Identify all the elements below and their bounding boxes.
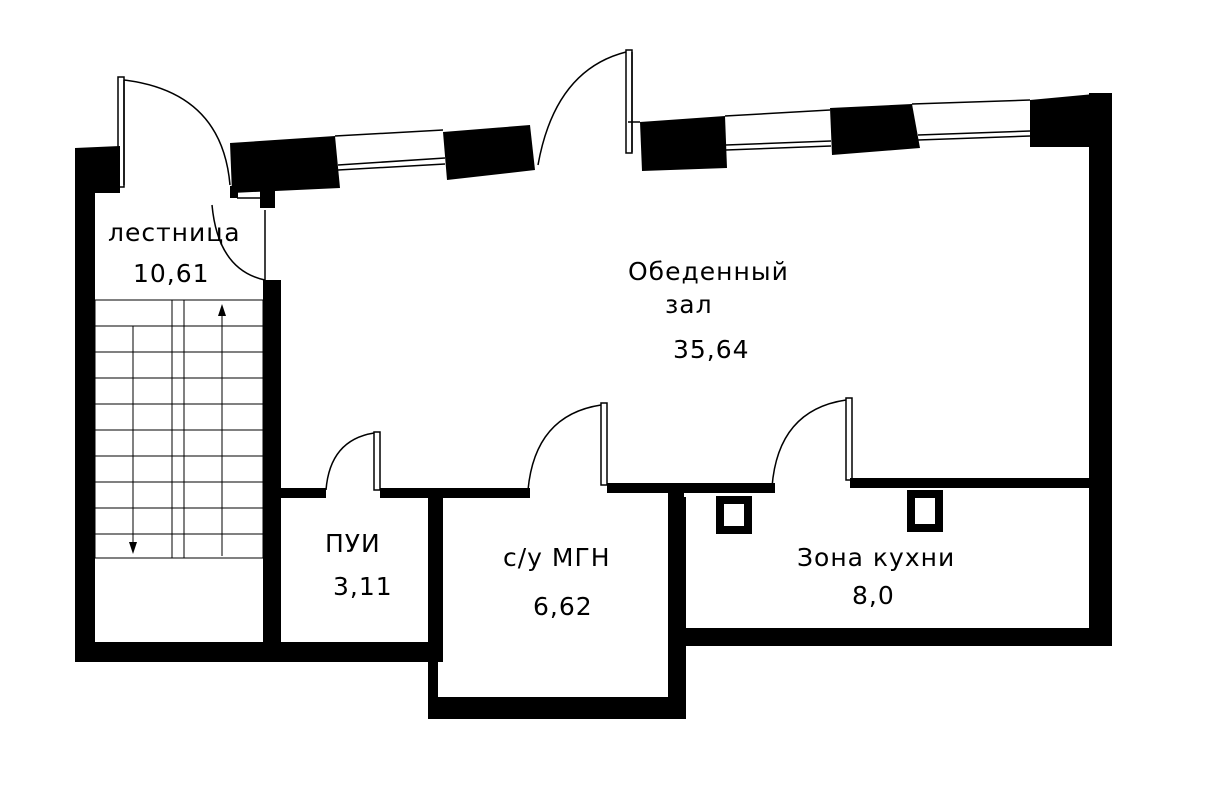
dining-area: 35,64 <box>673 335 750 364</box>
stair-arrows <box>129 304 226 554</box>
stair-area: 10,61 <box>133 259 210 288</box>
wc-area: 6,62 <box>533 592 593 621</box>
kitchen-name: Зона кухни <box>797 543 955 572</box>
entrance-door-right <box>537 49 633 166</box>
staircase <box>94 299 264 559</box>
stair-name: лестница <box>108 218 241 247</box>
door-wc <box>527 402 608 491</box>
outer-walls <box>75 93 1112 719</box>
interior-walls <box>230 186 1090 662</box>
wall-piers <box>230 104 920 208</box>
windows <box>334 99 1031 171</box>
kitchen-area: 8,0 <box>852 581 895 610</box>
pui-area: 3,11 <box>333 572 393 601</box>
wc-name: с/у МГН <box>503 543 611 572</box>
room-labels: лестница 10,61 Обеденный зал 35,64 ПУИ 3… <box>108 218 955 621</box>
arrow-up-icon <box>218 304 226 316</box>
door-pui <box>325 431 381 491</box>
entrance-door-left <box>117 76 231 188</box>
arrow-down-icon <box>129 542 137 554</box>
ventilation-shafts <box>716 490 943 534</box>
door-stair <box>211 197 275 281</box>
door-kitchen <box>771 397 853 488</box>
dining-name-line2: зал <box>665 290 713 319</box>
dining-name-line1: Обеденный <box>628 257 789 286</box>
pui-name: ПУИ <box>325 529 381 558</box>
